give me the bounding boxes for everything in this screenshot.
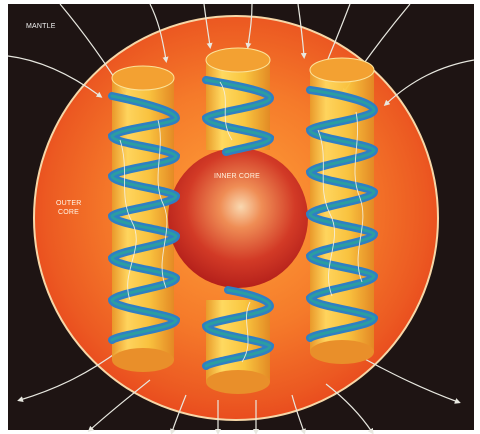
mantle-label: MANTLE xyxy=(26,23,56,30)
inner-core xyxy=(168,148,308,288)
outer-core-label-line-1: OUTER xyxy=(56,200,82,207)
outer-core-label-line-2: CORE xyxy=(58,209,79,216)
inner-core-label: INNER CORE xyxy=(214,173,260,180)
